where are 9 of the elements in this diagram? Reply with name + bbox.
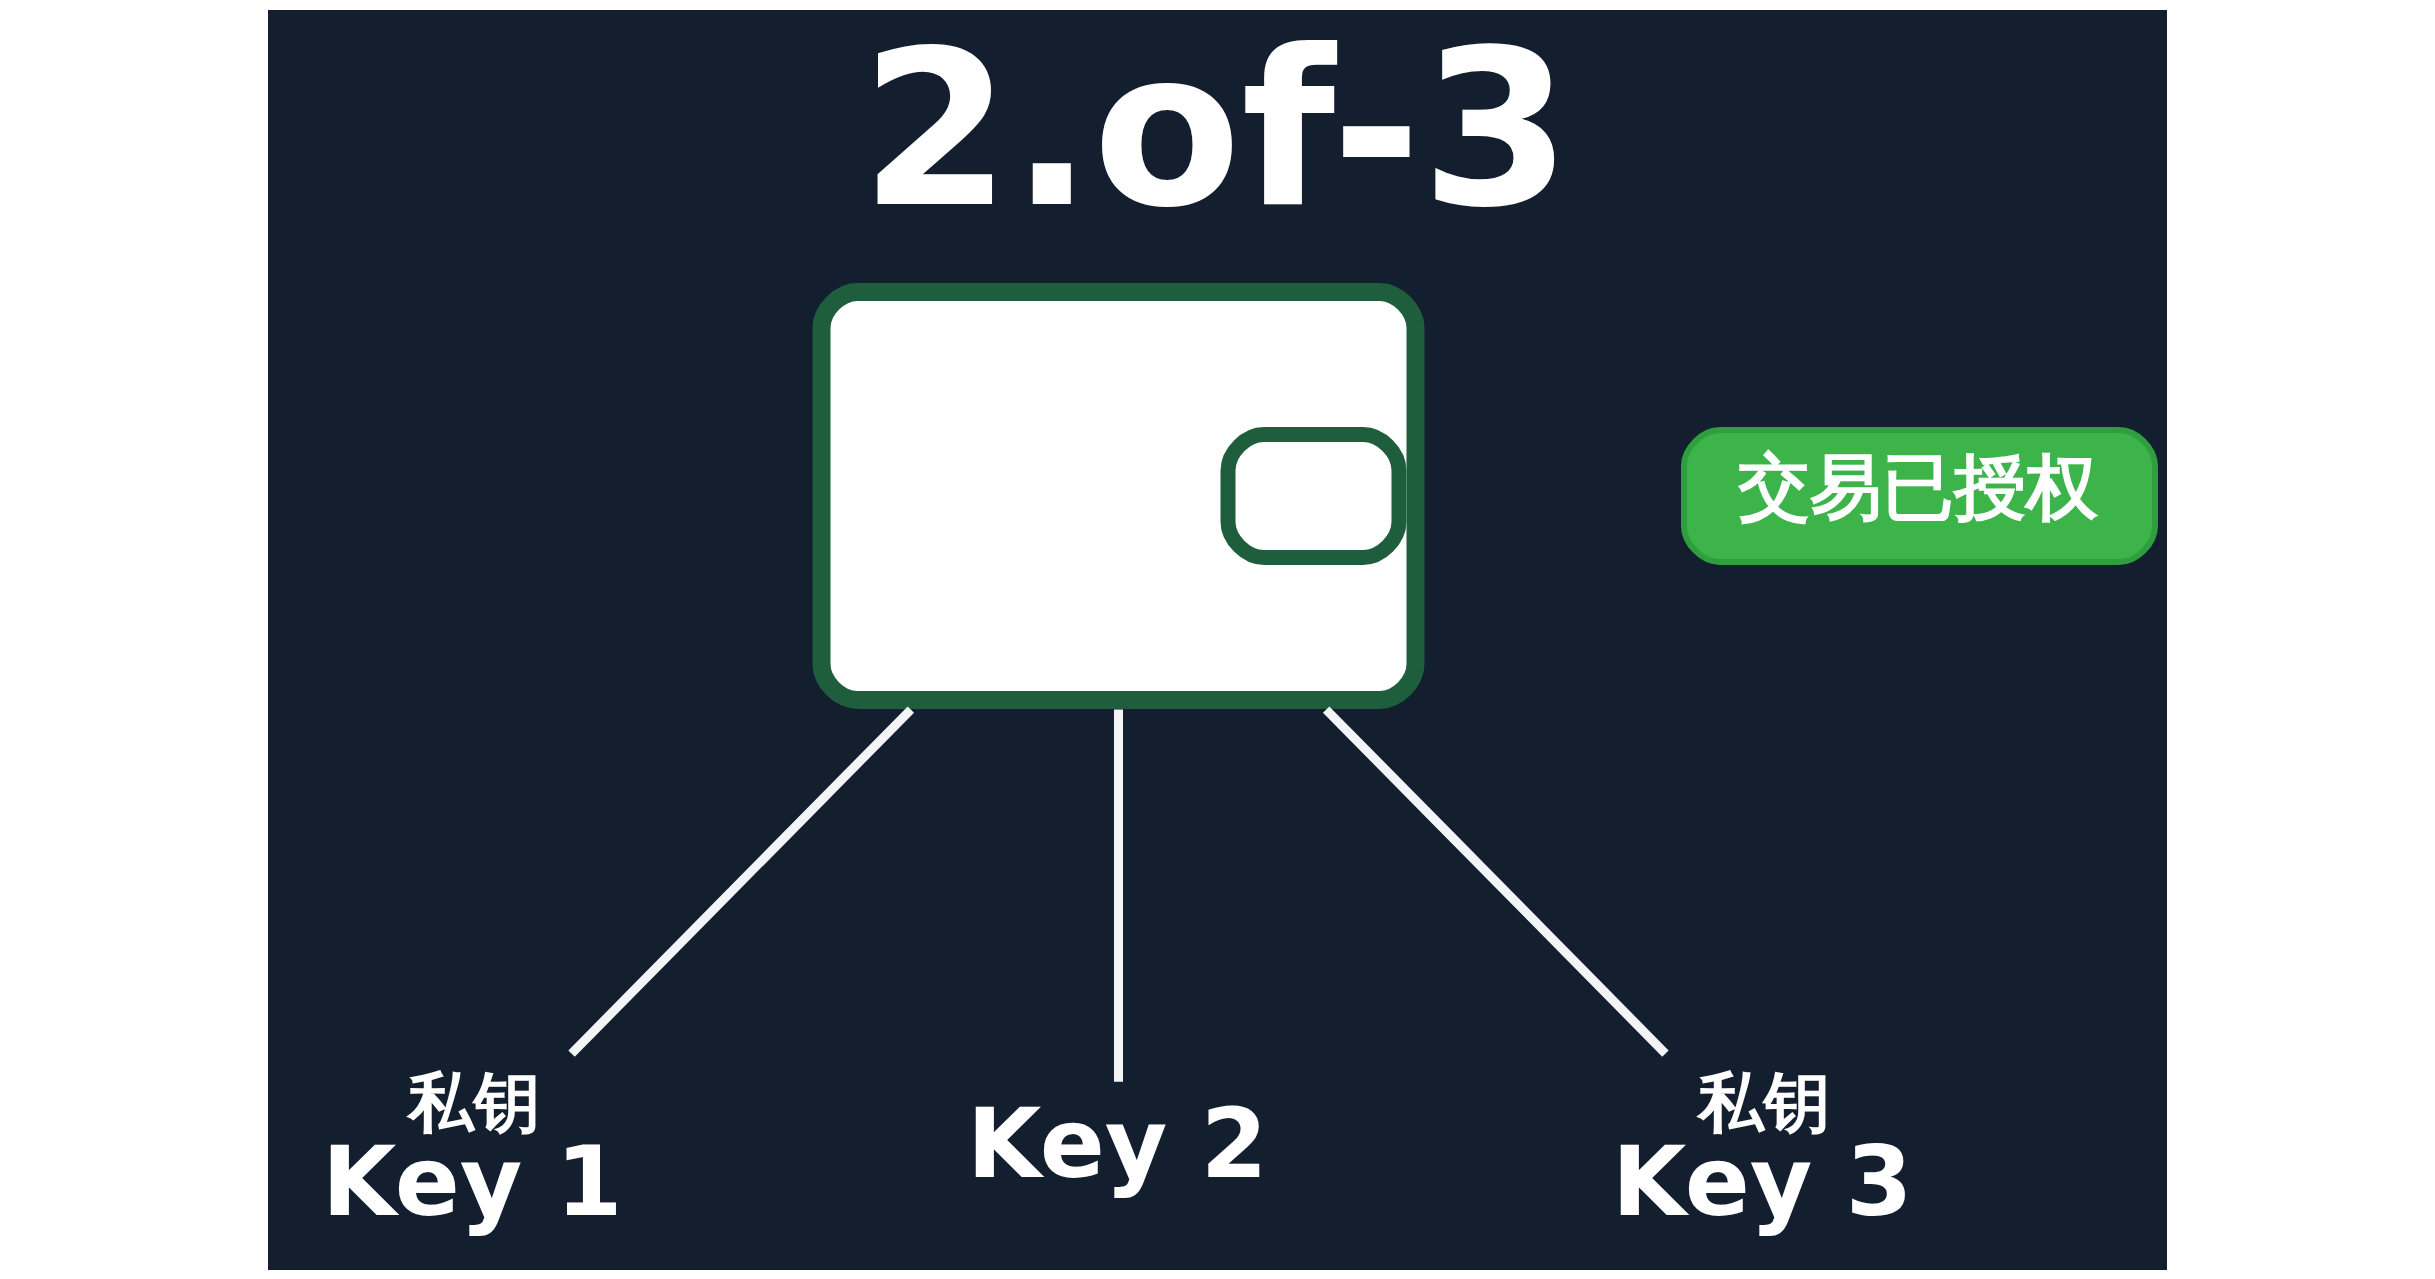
diagram-title: 2.of-3 [860,3,1572,255]
connector [1322,705,1669,1057]
connector [1114,709,1123,1082]
node-picture [812,282,1425,709]
node-box: 交易已授权 [1681,426,2158,565]
connector [568,705,915,1057]
node-text: 私钥 Key 3 [1612,1063,1913,1238]
node-text: Key 2 [967,1087,1268,1200]
node-text: 私钥 Key 1 [322,1063,623,1238]
